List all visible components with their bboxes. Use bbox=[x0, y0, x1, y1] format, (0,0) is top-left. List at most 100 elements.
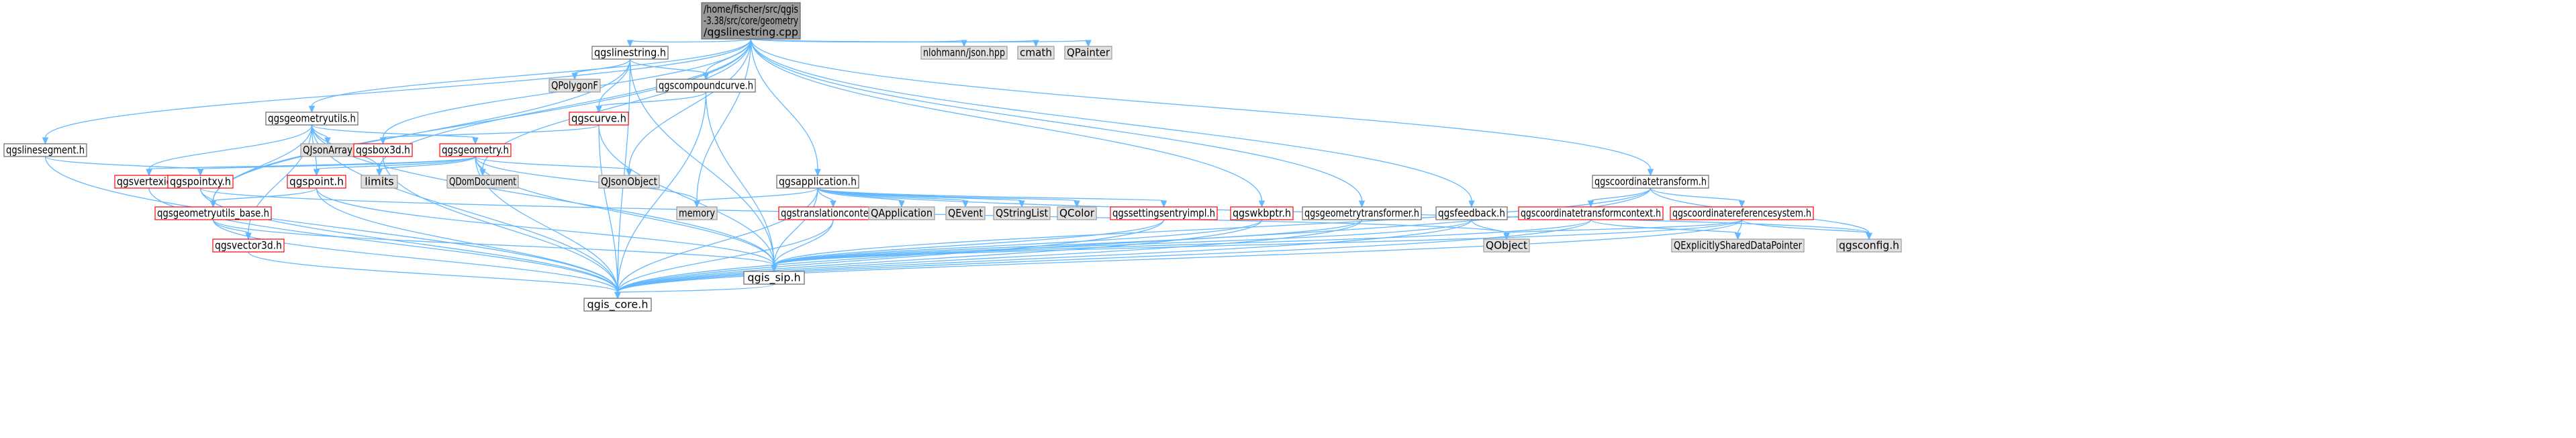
node-qgsapplication-h[interactable]: qgsapplication.h bbox=[776, 175, 859, 189]
node-qgspointxy-h[interactable]: qgspointxy.h bbox=[167, 175, 234, 189]
node-box bbox=[701, 2, 801, 40]
node-qgsfeedback-h[interactable]: qgsfeedback.h bbox=[1435, 206, 1508, 220]
node-label: qgscoordinatetransform.h bbox=[1594, 175, 1707, 188]
edge-qgsgeometryutils_h-to-qgsgeometry_h bbox=[311, 124, 479, 145]
node-qgis-sip-h[interactable]: qgis_sip.h bbox=[743, 271, 805, 285]
node-label: /home/fischer/src/qgis bbox=[704, 3, 798, 15]
node-qgspoint-h[interactable]: qgspoint.h bbox=[287, 175, 346, 189]
node-box bbox=[1110, 206, 1218, 220]
node-box bbox=[167, 175, 234, 189]
node-qexplicitlyshareddatapointer[interactable]: QExplicitlySharedDataPointer bbox=[1671, 238, 1805, 253]
node-box bbox=[265, 112, 359, 126]
edge-qgscoordinatereferencesystem_h-to-qgsconfig_h bbox=[1741, 219, 1872, 240]
node-label: nlohmann/json.hpp bbox=[923, 46, 1005, 59]
node-root[interactable]: /home/fischer/src/qgis-3.38/src/core/geo… bbox=[701, 2, 801, 40]
node-qgswkbptr-h[interactable]: qgswkbptr.h bbox=[1230, 206, 1294, 220]
edge-qgsapplication_h-to-qgssettingsentryimpl_h bbox=[817, 187, 1167, 208]
node-box bbox=[1592, 175, 1709, 189]
node-box bbox=[1435, 206, 1508, 220]
node-box bbox=[1064, 46, 1112, 60]
node-qapplication[interactable]: QApplication bbox=[868, 206, 935, 220]
node-qstringlist[interactable]: QStringList bbox=[993, 206, 1051, 220]
node-label: QDomDocument bbox=[449, 175, 516, 188]
node-box bbox=[598, 175, 660, 189]
node-qgsgeometryutils-h[interactable]: qgsgeometryutils.h bbox=[265, 112, 359, 126]
node-box bbox=[676, 206, 718, 220]
node-qgscurve-h[interactable]: qgscurve.h bbox=[569, 112, 629, 126]
node-qgis-core-h[interactable]: qgis_core.h bbox=[583, 298, 652, 312]
edge-root-to-qpainter bbox=[750, 38, 1092, 48]
node-qgsvector3d-h[interactable]: qgsvector3d.h bbox=[212, 238, 285, 253]
node-qgslinestring-h[interactable]: qgslinestring.h bbox=[591, 46, 669, 60]
node-label: limits bbox=[365, 175, 394, 188]
node-box bbox=[1017, 46, 1055, 60]
node-qgscompoundcurve-h[interactable]: qgscompoundcurve.h bbox=[656, 79, 756, 93]
node-label: QPainter bbox=[1067, 46, 1110, 59]
node-box bbox=[353, 143, 413, 157]
node-box bbox=[1302, 206, 1422, 220]
node-box bbox=[993, 206, 1051, 220]
node-qgsconfig-h[interactable]: qgsconfig.h bbox=[1836, 238, 1902, 253]
node-label: qgspoint.h bbox=[289, 175, 344, 188]
node-label: QExplicitlySharedDataPointer bbox=[1674, 239, 1802, 252]
node-qcolor[interactable]: QColor bbox=[1057, 206, 1097, 220]
node-qgsgeometryutils-base-h[interactable]: qgsgeometryutils_base.h bbox=[154, 206, 272, 220]
node-nlohmann[interactable]: nlohmann/json.hpp bbox=[920, 46, 1008, 60]
node-label: qgscurve.h bbox=[571, 112, 626, 125]
node-box bbox=[1836, 238, 1902, 253]
node-label: qgsgeometryutils_base.h bbox=[157, 207, 269, 220]
node-qgsgeometry-h[interactable]: qgsgeometry.h bbox=[439, 143, 512, 157]
node-qgstranslationcontext-h[interactable]: qgstranslationcontext.h bbox=[778, 206, 888, 220]
node-memory[interactable]: memory bbox=[676, 206, 718, 220]
node-qpolygonf[interactable]: QPolygonF bbox=[548, 79, 601, 93]
node-qjsonarray[interactable]: QJsonArray bbox=[300, 143, 355, 157]
node-qgsbox3d-h[interactable]: qgsbox3d.h bbox=[353, 143, 413, 157]
node-box bbox=[743, 271, 805, 285]
node-label: qgsgeometryutils.h bbox=[268, 112, 356, 125]
node-qevent[interactable]: QEvent bbox=[945, 206, 986, 220]
node-qgscoordinatetransformcontext-h[interactable]: qgscoordinatetransformcontext.h bbox=[1518, 206, 1664, 220]
node-qdomdocument[interactable]: QDomDocument bbox=[446, 175, 519, 189]
node-box bbox=[656, 79, 756, 93]
edge-root-to-qgsgeometrytransformer_h bbox=[750, 38, 1366, 208]
node-label: cmath bbox=[1020, 46, 1052, 59]
edge-root-to-qgslinestring_h bbox=[626, 38, 752, 48]
node-label: qgis_core.h bbox=[587, 298, 649, 312]
node-label: qgsapplication.h bbox=[779, 175, 857, 188]
node-box bbox=[945, 206, 986, 220]
node-cmath[interactable]: cmath bbox=[1017, 46, 1055, 60]
node-qjsonobject[interactable]: QJsonObject bbox=[598, 175, 660, 189]
edge-qgscurve_h-to-qgsbox3d_h bbox=[379, 124, 600, 145]
edge-root-to-qgscoordinatetransform_h bbox=[750, 38, 1654, 177]
node-label: qgsgeometrytransformer.h bbox=[1304, 207, 1419, 220]
node-qgssettingsentryimpl-h[interactable]: qgssettingsentryimpl.h bbox=[1110, 206, 1218, 220]
node-box bbox=[583, 298, 652, 312]
node-label: qgscoordinatereferencesystem.h bbox=[1672, 207, 1811, 220]
node-qgsvertexid-h[interactable]: qgsvertexid.h bbox=[114, 175, 184, 189]
node-qgscoordinatetransform-h[interactable]: qgscoordinatetransform.h bbox=[1592, 175, 1709, 189]
edge-qgsgeometry_h-to-qjsonobject bbox=[475, 156, 632, 177]
node-label: QJsonObject bbox=[601, 175, 657, 188]
edge-root-to-qgsapplication_h bbox=[750, 38, 821, 177]
edge-qgscoordinatetransform_h-to-qgscoordinatereferencesystem_h bbox=[1650, 187, 1746, 208]
node-box bbox=[591, 46, 669, 60]
node-label: qgspointxy.h bbox=[170, 175, 231, 188]
node-qgslinesegment-h[interactable]: qgslinesegment.h bbox=[3, 143, 87, 157]
node-label: qgis_sip.h bbox=[747, 271, 800, 285]
node-qgsgeometrytransformer-h[interactable]: qgsgeometrytransformer.h bbox=[1302, 206, 1422, 220]
node-label: QStringList bbox=[996, 207, 1048, 220]
edge-root-to-qgsfeedback_h bbox=[750, 38, 1475, 208]
node-label: QApplication bbox=[871, 207, 933, 220]
node-qpainter[interactable]: QPainter bbox=[1064, 46, 1112, 60]
node-box bbox=[154, 206, 272, 220]
node-limits[interactable]: limits bbox=[361, 175, 398, 189]
node-qobject[interactable]: QObject bbox=[1483, 238, 1530, 253]
node-label: memory bbox=[679, 207, 715, 220]
node-box bbox=[868, 206, 935, 220]
node-label: /qgslinestring.cpp bbox=[704, 26, 798, 38]
node-box bbox=[1483, 238, 1530, 253]
node-label: QObject bbox=[1486, 239, 1527, 252]
edge-qgsgeometry_h-to-limits bbox=[376, 156, 476, 177]
node-qgscoordinatereferencesystem-h[interactable]: qgscoordinatereferencesystem.h bbox=[1670, 206, 1814, 220]
